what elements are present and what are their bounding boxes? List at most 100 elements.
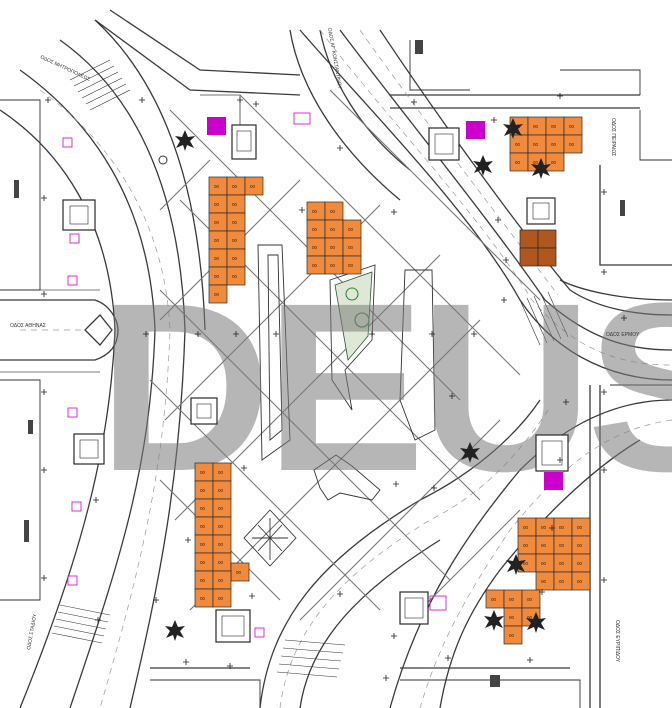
magenta-block-icon <box>207 117 226 135</box>
market-stall: 00 <box>521 589 541 609</box>
street-label-right-mid: ΟΔΟΣ ΠΕΙΡΑΙΩΣ <box>610 118 616 156</box>
svg-text:00: 00 <box>312 245 318 250</box>
svg-text:00: 00 <box>527 615 533 620</box>
market-stall: 00 <box>571 535 591 555</box>
svg-text:00: 00 <box>218 542 224 547</box>
svg-text:00: 00 <box>527 597 533 602</box>
survey-point-icon <box>41 575 47 581</box>
svg-text:00: 00 <box>232 256 238 261</box>
svg-text:00: 00 <box>214 256 220 261</box>
svg-text:00: 00 <box>232 274 238 279</box>
svg-text:00: 00 <box>232 220 238 225</box>
kiosk-icon <box>73 433 105 465</box>
market-stall: 00 <box>208 230 228 250</box>
market-stall: 00 <box>342 237 362 257</box>
survey-point-icon <box>237 97 243 103</box>
survey-point-icon <box>241 465 247 471</box>
market-stall: 00 <box>212 462 232 482</box>
market-stall: 00 <box>571 571 591 591</box>
market-stall: 00 <box>535 517 555 537</box>
survey-point-icon <box>527 657 533 663</box>
survey-point-icon <box>411 99 417 105</box>
svg-text:00: 00 <box>312 209 318 214</box>
svg-text:00: 00 <box>250 184 256 189</box>
survey-point-icon <box>337 591 343 597</box>
svg-text:00: 00 <box>214 292 220 297</box>
svg-text:00: 00 <box>523 525 529 530</box>
svg-text:00: 00 <box>541 543 547 548</box>
market-stall: 00 <box>194 588 214 608</box>
svg-text:00: 00 <box>551 160 557 165</box>
survey-point-icon <box>249 593 255 599</box>
svg-text:00: 00 <box>232 238 238 243</box>
market-stall: 00 <box>208 212 228 232</box>
tree-icon <box>175 130 195 151</box>
svg-text:00: 00 <box>348 263 354 268</box>
svg-text:00: 00 <box>559 543 565 548</box>
market-stall: 00 <box>212 534 232 554</box>
market-stall: 00 <box>324 201 344 221</box>
survey-point-icon <box>143 331 149 337</box>
survey-point-icon <box>557 457 563 463</box>
survey-point-icon <box>495 217 501 223</box>
market-stall: 00 <box>553 535 573 555</box>
survey-point-icon <box>41 195 47 201</box>
survey-point-icon <box>503 257 509 263</box>
svg-text:00: 00 <box>200 470 206 475</box>
svg-text:00: 00 <box>218 470 224 475</box>
svg-text:00: 00 <box>214 202 220 207</box>
survey-point-icon <box>501 297 507 303</box>
market-stall: 00 <box>571 553 591 573</box>
svg-text:00: 00 <box>577 525 583 530</box>
market-stall: 00 <box>194 480 214 500</box>
market-stall: 00 <box>306 237 326 257</box>
market-stalls: 00 00 00 00 00 00 00 00 00 00 00 00 00 00 00 00 00 00 00 00… <box>194 116 591 645</box>
market-stall: 00 <box>212 552 232 572</box>
kiosk-icon <box>215 609 251 643</box>
tree-icon <box>503 118 523 139</box>
kiosk-icon <box>62 199 96 231</box>
svg-text:00: 00 <box>200 542 206 547</box>
kiosk-icon <box>231 124 257 160</box>
reserved-stalls <box>519 229 557 267</box>
marker-square-icon <box>67 407 78 418</box>
building-outlines <box>0 40 672 708</box>
svg-text:00: 00 <box>515 142 521 147</box>
market-stall: 00 <box>208 284 228 304</box>
svg-text:00: 00 <box>330 227 336 232</box>
market-stall: 00 <box>553 571 573 591</box>
marker-square-icon <box>62 137 73 148</box>
survey-point-icon <box>449 393 455 399</box>
svg-text:00: 00 <box>312 227 318 232</box>
market-stall: 00 <box>306 219 326 239</box>
street-label-bottom-left: ΟΔΟΣ ΣΤΑΔΙΟΥ <box>26 613 38 650</box>
survey-point-icon <box>195 331 201 337</box>
market-stall: 00 <box>553 517 573 537</box>
marker-square-icon <box>69 233 80 244</box>
market-stall: 00 <box>517 517 537 537</box>
survey-points <box>41 93 627 681</box>
street-label-athinas: ΟΔΟΣ ΑΘΗΝΑΣ <box>10 323 46 329</box>
survey-point-icon <box>601 269 607 275</box>
kiosks <box>62 124 569 643</box>
kiosk-icon <box>428 127 460 161</box>
market-stall: 00 <box>324 237 344 257</box>
market-stall: 00 <box>509 152 529 172</box>
market-stall: 00 <box>571 517 591 537</box>
svg-text:00: 00 <box>200 506 206 511</box>
svg-text:00: 00 <box>559 561 565 566</box>
survey-point-icon <box>41 389 47 395</box>
market-stall: 00 <box>535 535 555 555</box>
svg-text:00: 00 <box>551 142 557 147</box>
survey-point-icon <box>601 389 607 395</box>
market-stall: 00 <box>563 116 583 136</box>
market-stall: 00 <box>535 571 555 591</box>
svg-text:00: 00 <box>330 245 336 250</box>
svg-text:00: 00 <box>541 561 547 566</box>
market-stall: 00 <box>226 248 246 268</box>
crosswalk-bottom <box>276 639 346 678</box>
market-stall: 00 <box>342 255 362 275</box>
tree-icon <box>484 610 504 631</box>
svg-text:00: 00 <box>577 543 583 548</box>
